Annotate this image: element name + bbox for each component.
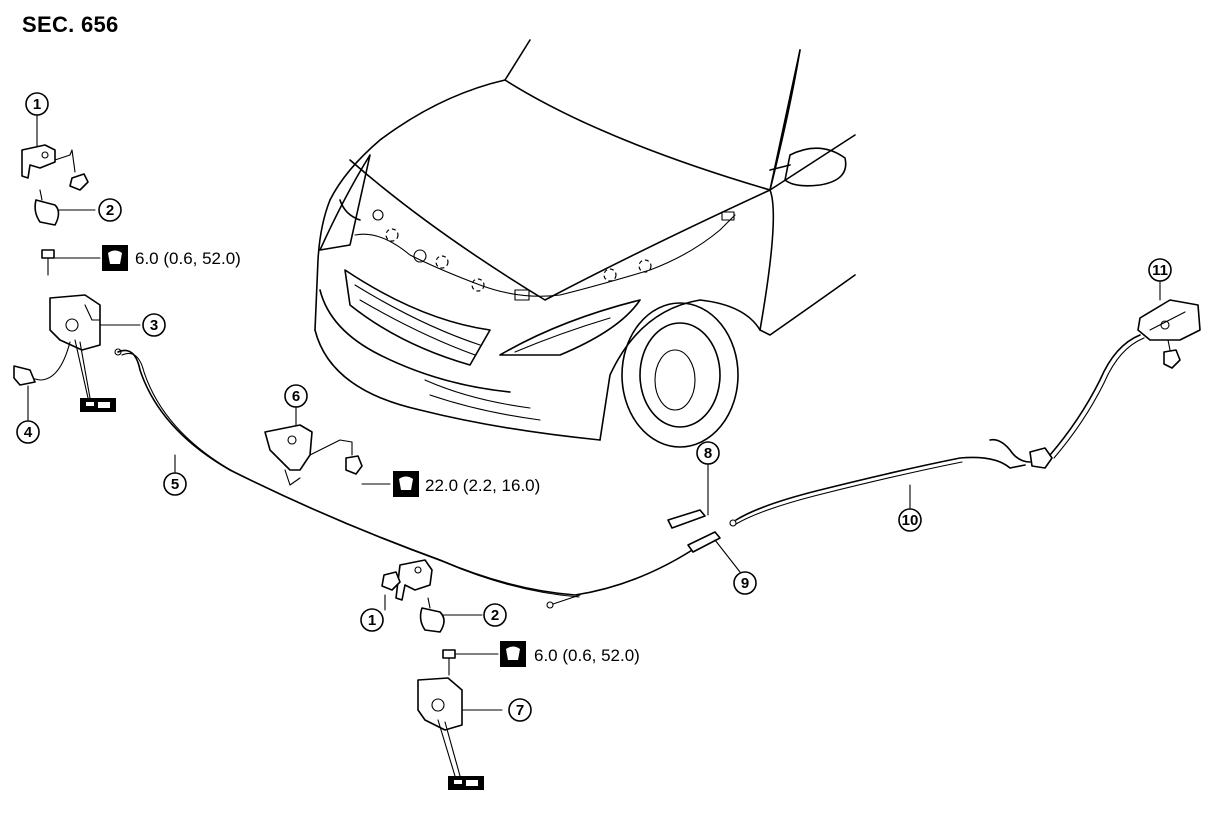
callout-2-upper: 2 <box>106 202 114 219</box>
callout-2-upper-circle <box>98 198 122 222</box>
callout-1-upper: 1 <box>33 96 41 113</box>
clip-part-lower <box>381 571 401 591</box>
nut-part <box>345 455 363 475</box>
hood-lock-part-7 <box>417 677 463 731</box>
bolt-lower <box>442 649 456 659</box>
section-label: SEC. 656 <box>22 12 119 37</box>
callout-2-lower-circle <box>483 603 507 627</box>
callout-4: 4 <box>24 424 33 441</box>
seal-part-2 <box>34 199 60 226</box>
callout-8: 8 <box>704 445 712 462</box>
hood-lock-cable-5: 5 <box>114 348 701 609</box>
clip-part-11 <box>1163 349 1181 369</box>
torque-spec-middle: 22.0 (2.2, 16.0) <box>425 476 540 495</box>
callout-9: 9 <box>741 575 749 592</box>
cable-joint-part-9 <box>687 531 721 553</box>
callout-11: 11 <box>1152 262 1168 279</box>
bolt-upper <box>41 249 55 259</box>
release-cable-group: 8 9 10 11 <box>667 258 1201 595</box>
seal-part-2-lower <box>419 607 445 633</box>
callout-2-lower: 2 <box>491 607 499 624</box>
callout-5: 5 <box>171 476 179 493</box>
bracket-part-1 <box>21 144 56 179</box>
bracket-part-1-lower <box>395 559 433 601</box>
callout-1-lower-circle <box>360 608 384 632</box>
callout-9-circle <box>733 571 757 595</box>
callout-3: 3 <box>150 317 158 334</box>
torque-spec-lower: 6.0 (0.6, 52.0) <box>534 646 640 665</box>
callout-4-circle <box>16 420 40 444</box>
callout-10: 10 <box>902 512 919 529</box>
grommet-part <box>1029 447 1053 469</box>
callout-7-circle <box>508 698 532 722</box>
clip-part-8 <box>667 509 706 529</box>
callout-3-circle <box>142 313 166 337</box>
vehicle-front-illustration <box>314 39 856 448</box>
harness-connector-4 <box>13 365 36 386</box>
callout-5-circle <box>163 472 187 496</box>
callout-7: 7 <box>516 702 524 719</box>
callout-10-circle <box>898 508 922 532</box>
lower-hood-lock-group: 1 2 6.0 (0.6, 52.0) 7 <box>360 559 640 790</box>
left-hood-lock-group: 1 2 6.0 (0.6, 52.0) 3 4 <box>13 92 241 444</box>
callout-6: 6 <box>292 388 300 405</box>
hood-lock-part-3 <box>49 294 101 351</box>
hood-striker-group: 6 22.0 (2.2, 16.0) <box>264 384 540 497</box>
hood-striker-part-6 <box>264 424 313 471</box>
clip-part <box>69 173 89 191</box>
callout-1-lower: 1 <box>368 612 376 629</box>
torque-spec-upper: 6.0 (0.6, 52.0) <box>135 249 241 268</box>
